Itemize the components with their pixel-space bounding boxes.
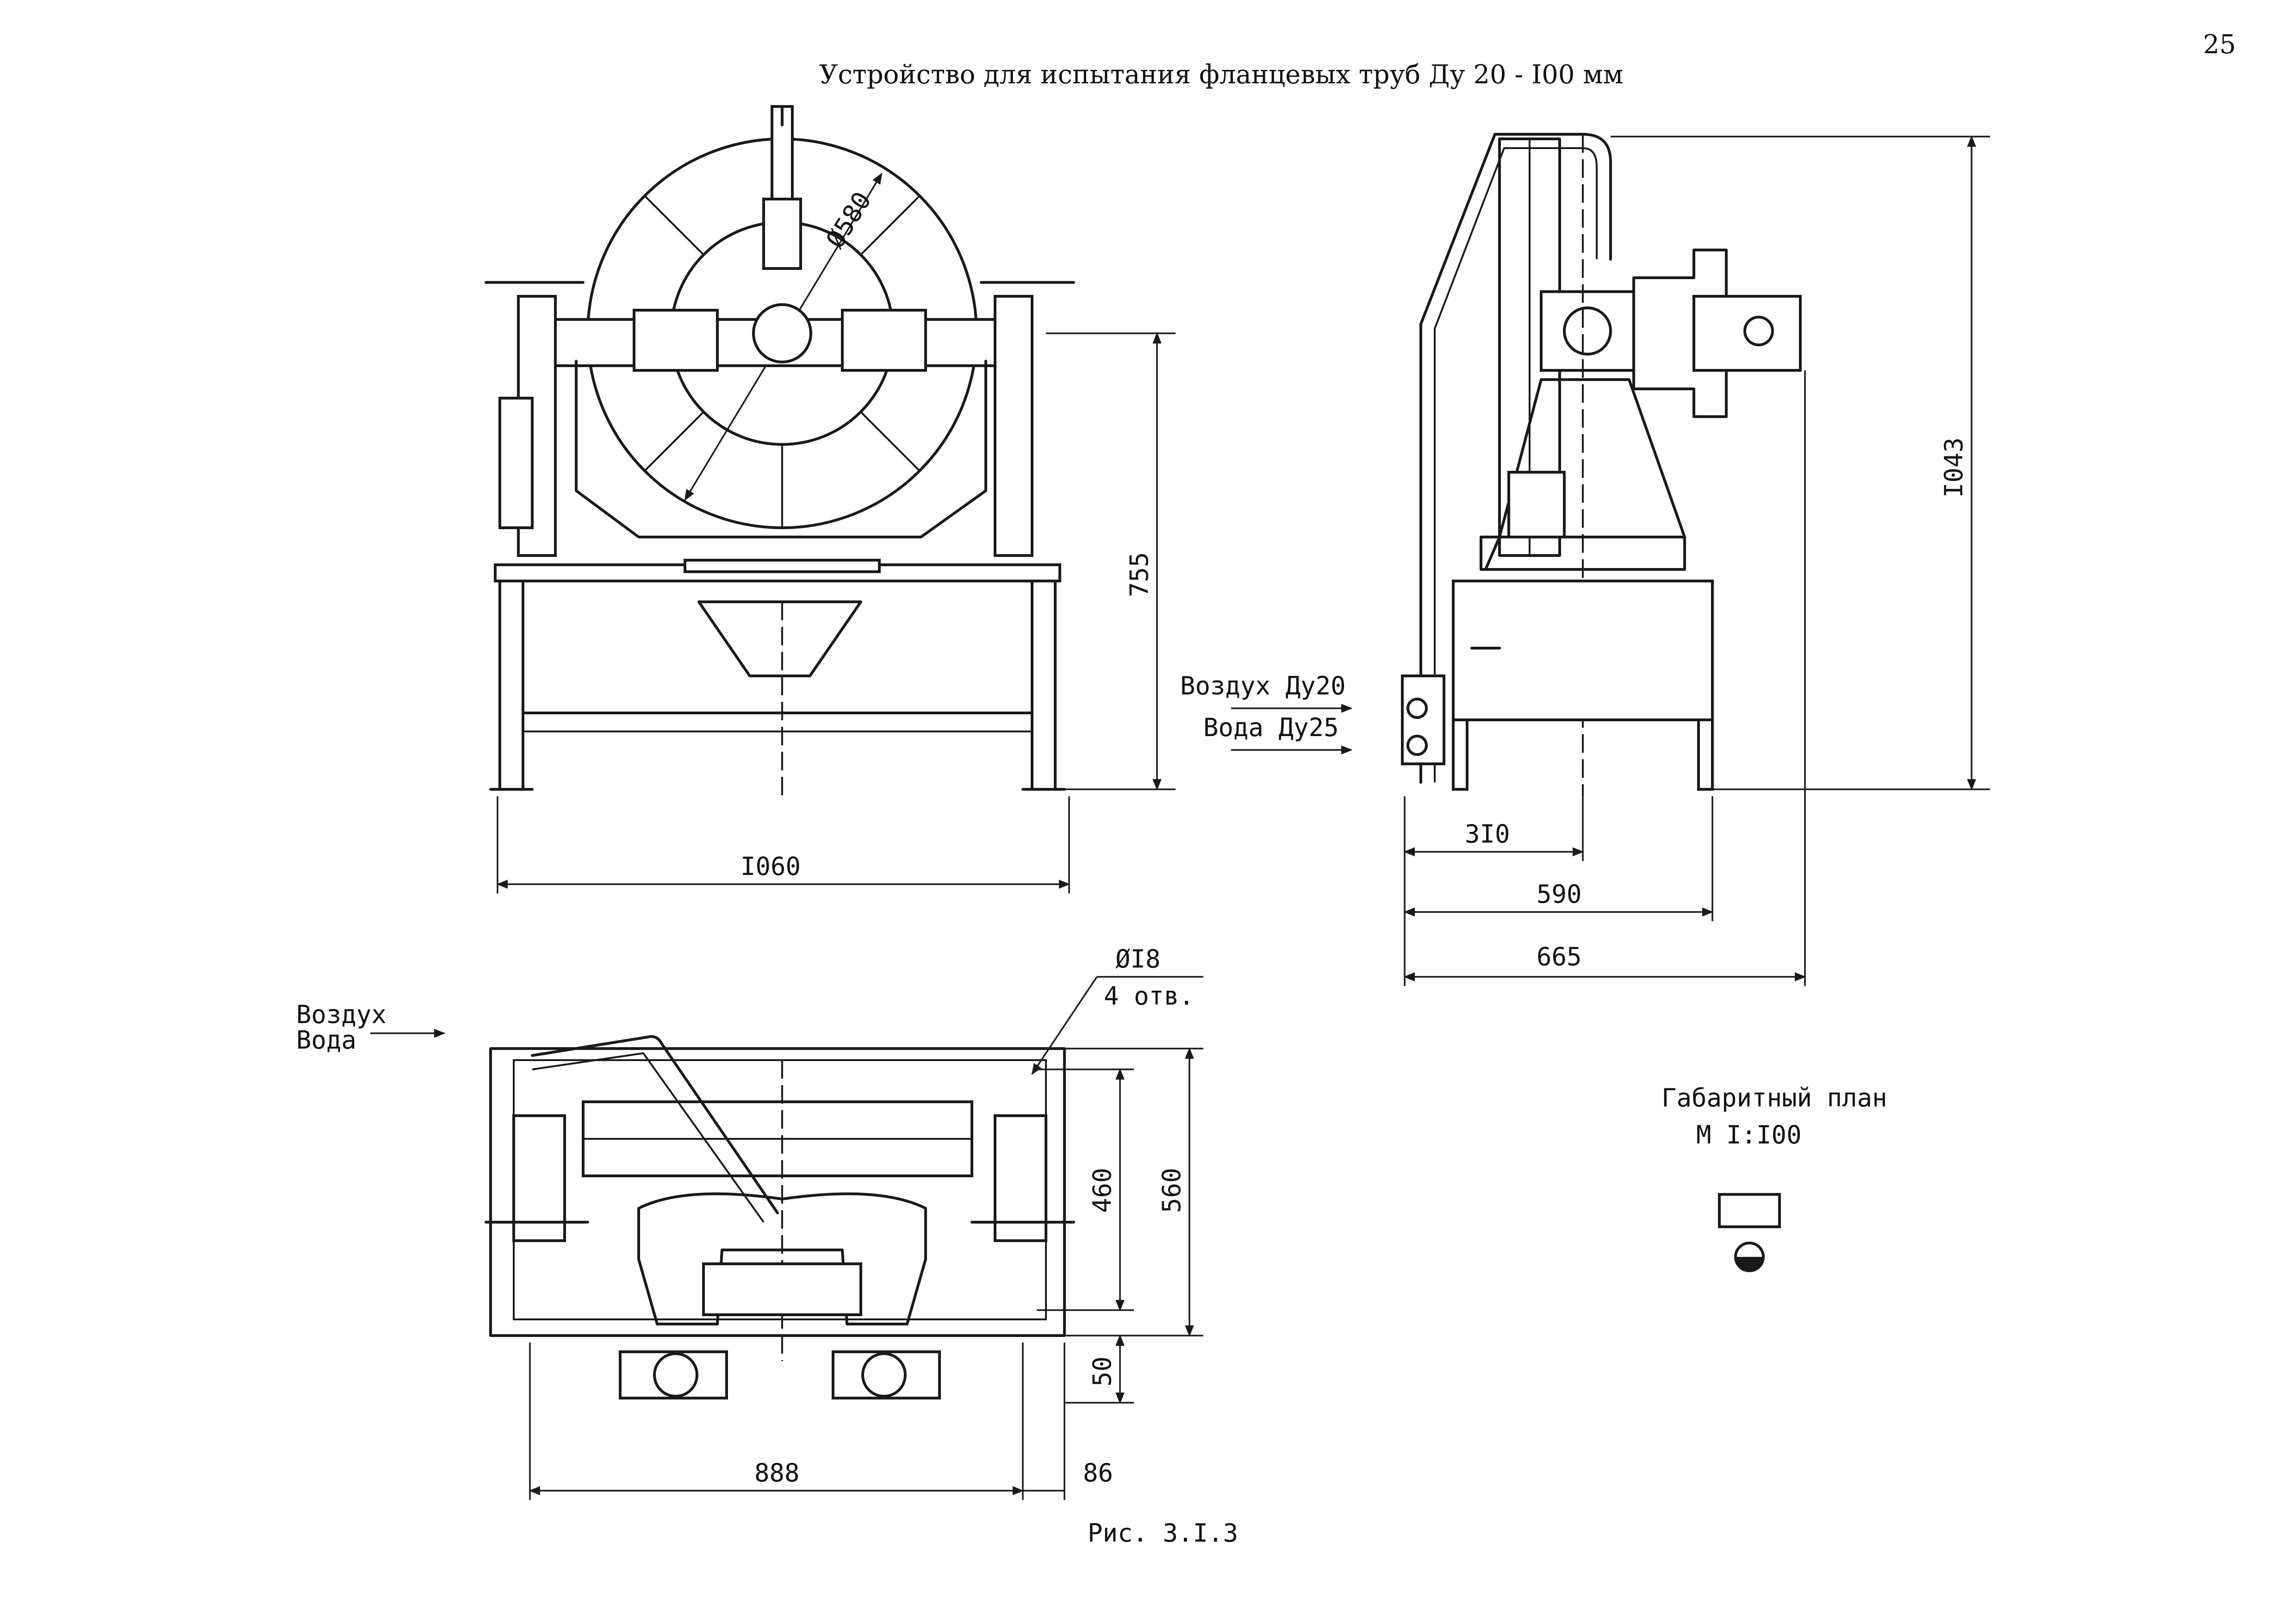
plan-hole-diameter: ØI8 <box>1115 944 1161 974</box>
plan-hole-count: 4 отв. <box>1104 981 1194 1011</box>
plan-dim-86: 86 <box>1083 1458 1113 1487</box>
side-hub-housing <box>1540 290 1635 372</box>
side-flange-cone <box>1632 249 1728 418</box>
left-valve <box>498 397 534 529</box>
legend-title: Габаритный план <box>1661 1083 1887 1112</box>
front-height-label: 755 <box>1125 552 1154 597</box>
plan-dim-560: 560 <box>1157 1168 1186 1213</box>
legend: Габаритный план М I:I00 <box>1661 1083 1887 1272</box>
side-valve-box <box>1507 471 1566 538</box>
side-water-label: Вода Ду25 <box>1203 713 1339 742</box>
plan-left-foot <box>619 1350 728 1399</box>
clamp-nut <box>762 198 802 270</box>
plan-base-frame <box>489 1047 1066 1337</box>
side-dim-590: 590 <box>1537 880 1582 909</box>
plan-right-foot <box>832 1350 941 1399</box>
plan-dim-460: 460 <box>1088 1168 1117 1213</box>
drain-hopper <box>697 600 862 677</box>
legend-scale: М I:I00 <box>1696 1120 1802 1149</box>
side-height-label: I043 <box>1939 437 1968 498</box>
side-view: Воздух Ду20 Вода Ду25 I043 3I0 590 665 <box>1180 133 1990 986</box>
plan-left-bracket <box>512 1114 566 1242</box>
plan-dim-888: 888 <box>754 1458 800 1487</box>
plan-yoke <box>637 1192 927 1325</box>
plan-water-label: Вода <box>296 1025 356 1055</box>
front-width-label: I060 <box>740 852 801 881</box>
page-number: 25 <box>2203 30 2236 60</box>
side-dim-665: 665 <box>1537 942 1582 971</box>
side-frame-pipe <box>1419 133 1612 784</box>
drawing-title: Устройство для испытания фланцевых труб … <box>819 60 1623 90</box>
right-clamp <box>841 309 927 372</box>
plan-pipe <box>531 1035 779 1214</box>
side-dim-310: 3I0 <box>1465 819 1510 849</box>
right-leg <box>1031 580 1057 791</box>
plan-dim-50: 50 <box>1088 1356 1117 1387</box>
left-clamp <box>633 309 719 372</box>
side-air-label: Воздух Ду20 <box>1180 671 1346 700</box>
front-view: Ø580 755 <box>485 105 1176 893</box>
figure-caption: Рис. 3.I.3 <box>1088 1518 1238 1548</box>
plan-view: Воздух Вода ØI8 4 отв. 460 560 50 888 86 <box>296 944 1203 1500</box>
plan-air-label: Воздух <box>296 1000 386 1029</box>
plan-right-bracket <box>994 1114 1047 1242</box>
right-column <box>994 295 1033 557</box>
cradle <box>575 360 987 538</box>
left-leg <box>498 580 524 791</box>
legend-rectangle-symbol <box>1718 1193 1781 1228</box>
side-clamp-block <box>1692 295 1802 372</box>
side-cabinet <box>1452 580 1714 721</box>
